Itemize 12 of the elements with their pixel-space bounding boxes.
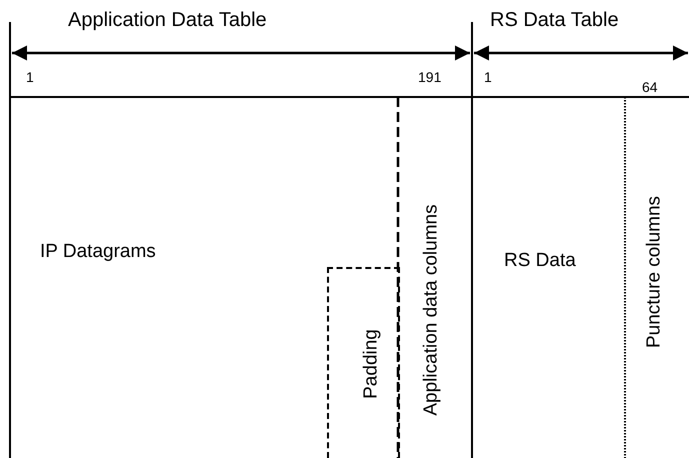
column-number: 1 [26, 70, 34, 86]
column-number: 1 [484, 70, 492, 86]
table-heading: Application Data Table [68, 9, 267, 31]
column-label: Puncture columns [644, 196, 666, 348]
region-label: RS Data [504, 251, 576, 272]
table-heading: RS Data Table [490, 9, 619, 31]
region-label: Padding [362, 329, 382, 399]
column-label: Application data columns [422, 204, 442, 416]
padding-region [327, 267, 400, 458]
column-number: 191 [418, 70, 442, 86]
column-number: 64 [642, 80, 658, 96]
region-label: IP Datagrams [40, 242, 156, 263]
